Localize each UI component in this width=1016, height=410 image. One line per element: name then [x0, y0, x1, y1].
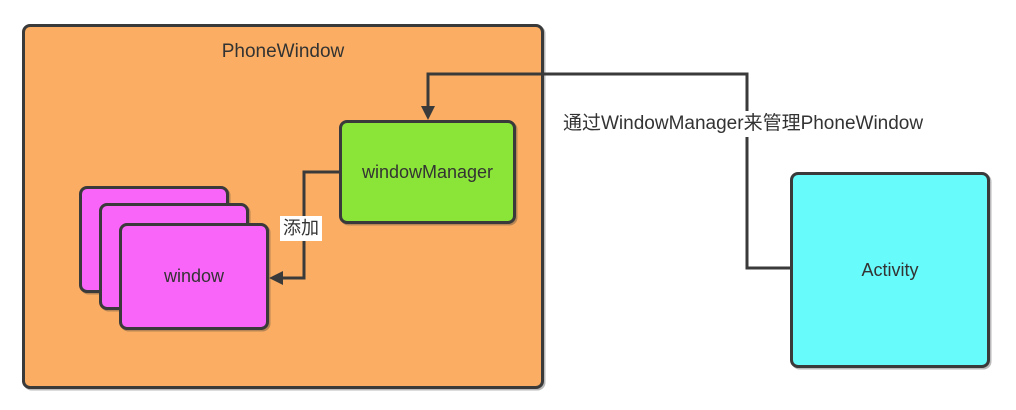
edge-label-manage-phonewindow: 通过WindowManager来管理PhoneWindow [561, 111, 926, 137]
phonewindow-container-node: PhoneWindow windowManager window [22, 24, 544, 389]
activity-node: Activity [790, 172, 990, 368]
edge-label-add: 添加 [280, 216, 322, 241]
window-manager-label: windowManager [361, 161, 494, 182]
window-label: window [163, 266, 225, 286]
window-card-front: window [119, 223, 269, 330]
phonewindow-label: PhoneWindow [221, 41, 345, 62]
activity-label: Activity [861, 259, 919, 280]
window-manager-node: windowManager [339, 120, 516, 224]
